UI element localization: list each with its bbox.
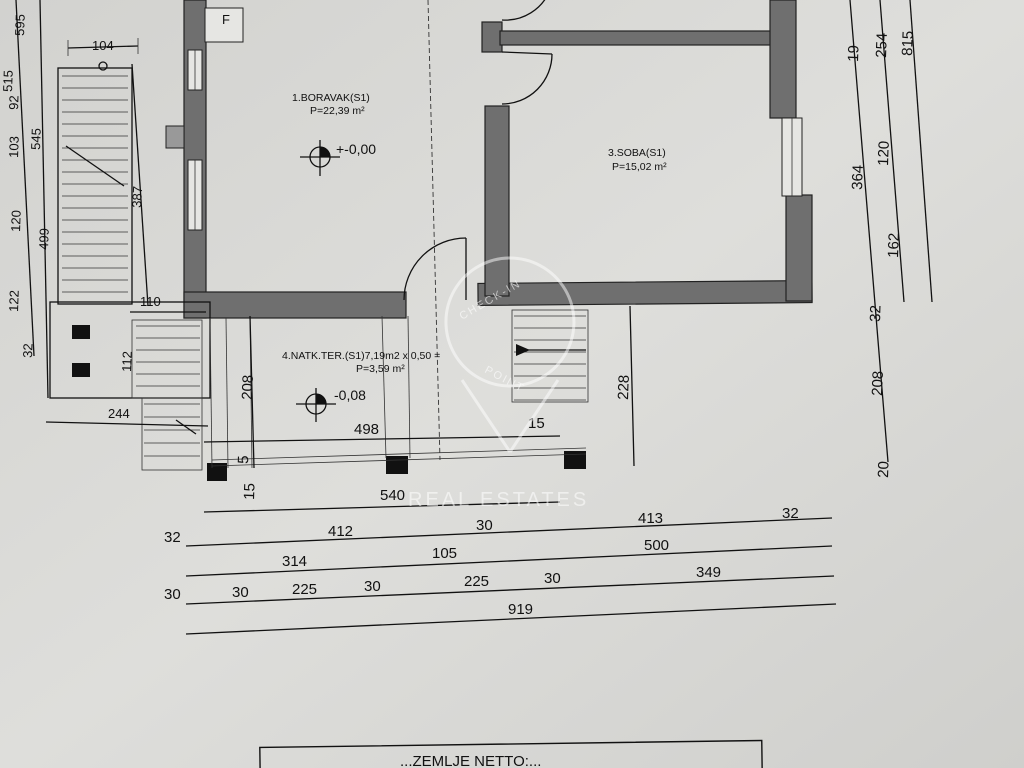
- walls: [72, 0, 813, 481]
- bottom-r1-2: 30: [476, 517, 493, 534]
- windows: F: [165, 7, 803, 231]
- left-dim-2: 92: [6, 95, 21, 110]
- dim-244: 244: [108, 406, 130, 421]
- right-dim-a2: 32: [867, 305, 885, 322]
- right-dimensions: 19 364 32 208 20 254 120 162 815: [845, 0, 933, 478]
- dim-228: 228: [615, 375, 633, 401]
- level-main: +-0,00: [336, 141, 376, 157]
- doors: [403, 0, 553, 301]
- left-dimensions: 515 595 92 103 545 120 499 122 32: [0, 0, 52, 399]
- dim-stair-width: 104: [92, 38, 114, 53]
- bottom-r1-1: 412: [328, 523, 353, 540]
- bottom-r3-0: 30: [164, 586, 181, 603]
- dim-112: 112: [119, 351, 135, 372]
- bottom-r3-2: 225: [292, 581, 317, 598]
- dim-110: 110: [140, 294, 161, 309]
- bottom-r1-0: 32: [164, 529, 181, 546]
- room-soba: 3.SOBA(S1) P=15,02 m²: [608, 147, 667, 173]
- level-marker-icon: [300, 140, 340, 176]
- footer-box-text: ...ZEMLJE NETTO:...: [400, 753, 541, 768]
- terrace-dimensions: 208 498 15 5 15 540 228: [203, 305, 635, 513]
- bottom-r3-4: 225: [464, 573, 489, 590]
- right-dim-b2: 162: [885, 233, 903, 259]
- left-dim-0: 515: [0, 70, 16, 92]
- room-soba-area: P=15,02 m²: [612, 161, 667, 173]
- bottom-r3-3: 30: [364, 578, 381, 595]
- svg-text:F: F: [222, 12, 230, 27]
- room-soba-name: 3.SOBA(S1): [608, 147, 666, 159]
- room-boravak-name: 1.BORAVAK(S1): [292, 92, 370, 104]
- right-dim-a0: 19: [845, 45, 863, 62]
- left-dim-6: 499: [36, 228, 52, 250]
- right-dim-a3: 208: [869, 371, 887, 397]
- right-dim-a1: 364: [849, 165, 867, 191]
- watermark-line3: REAL ESTATES: [408, 489, 589, 511]
- bottom-r2-1: 105: [432, 545, 457, 562]
- dim-540: 540: [380, 487, 405, 504]
- bottom-dimensions: 32 412 30 413 32 314 105 500 30 30 225 3…: [164, 505, 837, 635]
- left-dim-4: 545: [28, 128, 44, 150]
- room-boravak-area: P=22,39 m²: [310, 105, 365, 117]
- level-terrace: -0,08: [334, 387, 366, 403]
- level-marker-terrace-icon: [296, 388, 336, 422]
- room-terrace-area: P=3,59 m²: [356, 363, 405, 375]
- right-dim-c0: 815: [899, 31, 917, 57]
- bottom-r2-0: 314: [282, 553, 307, 570]
- terrace: 4.NATK.TER.(S1)7,19m2 x 0,50 = P=3,59 m²…: [209, 309, 589, 469]
- bottom-r1-4: 32: [782, 505, 799, 522]
- left-dim-5: 120: [8, 210, 24, 232]
- right-dim-a4: 20: [875, 461, 893, 478]
- left-dim-7: 122: [6, 290, 22, 312]
- dim-5: 5: [235, 455, 252, 464]
- bottom-r2-2: 500: [644, 537, 669, 554]
- axis-line: [427, 0, 441, 461]
- bottom-r1-3: 413: [638, 510, 663, 527]
- bottom-r3-1: 30: [232, 584, 249, 601]
- stair-left: 104 387 110 112 244: [45, 38, 211, 471]
- room-terrace-name: 4.NATK.TER.(S1)7,19m2 x 0,50 =: [282, 350, 440, 362]
- room-boravak: 1.BORAVAK(S1) P=22,39 m² +-0,00: [292, 92, 376, 176]
- left-dim-1: 595: [12, 14, 28, 36]
- bottom-r3-5: 30: [544, 570, 561, 587]
- bottom-r3-6: 349: [696, 564, 721, 581]
- left-dim-3: 103: [6, 136, 22, 158]
- bottom-r4-0: 919: [508, 601, 533, 618]
- right-dim-b1: 120: [875, 141, 893, 167]
- dim-15b: 15: [241, 483, 259, 500]
- left-dim-8: 32: [20, 343, 35, 358]
- dim-208: 208: [239, 375, 257, 401]
- right-dim-b0: 254: [873, 33, 891, 59]
- dim-stair-run: 387: [129, 186, 145, 208]
- footer-box: ...ZEMLJE NETTO:...: [259, 739, 764, 768]
- dim-498: 498: [354, 421, 379, 438]
